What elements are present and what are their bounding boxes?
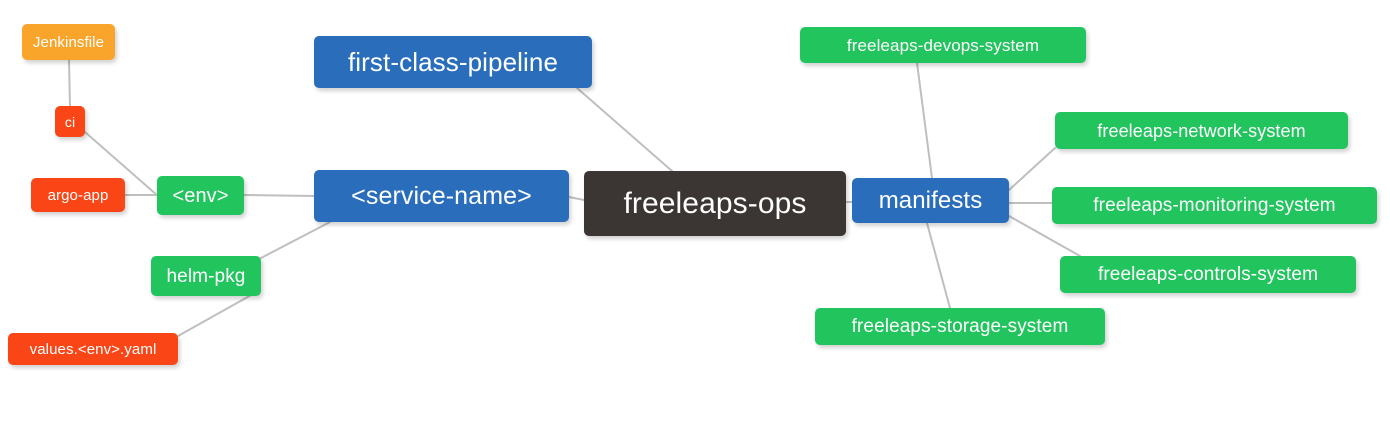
node-label: freeleaps-monitoring-system [1093,195,1336,216]
node-label: freeleaps-storage-system [851,316,1069,337]
node-label: freeleaps-controls-system [1097,264,1319,285]
edge-helm-pkg-to-service-name [260,221,331,259]
node-jenkinsfile[interactable]: Jenkinsfile [22,24,115,60]
edge-values-yaml-to-helm-pkg [177,293,254,337]
node-ci[interactable]: ci [55,106,85,137]
node-env[interactable]: <env> [157,176,244,215]
node-label: helm-pkg [166,265,246,287]
node-label: ci [64,113,76,130]
edge-network-system-to-manifests [1008,147,1056,191]
edge-service-name-to-freeleaps-ops [568,196,585,201]
node-label: Jenkinsfile [32,33,105,51]
node-storage-system[interactable]: freeleaps-storage-system [815,308,1105,345]
node-label: freeleaps-network-system [1097,120,1306,141]
node-label: <env> [172,184,229,207]
node-argo-app[interactable]: argo-app [31,178,125,212]
node-manifests[interactable]: manifests [852,178,1009,223]
node-devops-system[interactable]: freeleaps-devops-system [800,27,1086,63]
node-label: argo-app [47,186,109,204]
node-controls-system[interactable]: freeleaps-controls-system [1060,256,1356,293]
node-values-yaml[interactable]: values.<env>.yaml [8,333,178,365]
edge-ci-to-env [84,131,159,197]
edge-devops-system-to-manifests [916,62,933,179]
node-label: <service-name> [351,181,532,210]
node-network-system[interactable]: freeleaps-network-system [1055,112,1348,149]
node-label: freeleaps-ops [623,186,807,220]
edge-first-class-pipeline-to-freeleaps-ops [576,87,673,172]
node-label: manifests [878,186,983,214]
edge-jenkinsfile-to-ci [68,59,71,108]
node-label: first-class-pipeline [347,47,559,77]
edge-controls-system-to-manifests [1008,215,1081,257]
node-label: values.<env>.yaml [29,340,157,358]
node-helm-pkg[interactable]: helm-pkg [151,256,261,296]
node-service-name[interactable]: <service-name> [314,170,569,222]
node-monitoring-system[interactable]: freeleaps-monitoring-system [1052,187,1377,224]
node-first-class-pipeline[interactable]: first-class-pipeline [314,36,592,88]
node-label: freeleaps-devops-system [846,35,1040,55]
edge-env-to-service-name [243,194,315,197]
edge-storage-system-to-manifests [926,222,951,309]
node-freeleaps-ops[interactable]: freeleaps-ops [584,171,846,236]
